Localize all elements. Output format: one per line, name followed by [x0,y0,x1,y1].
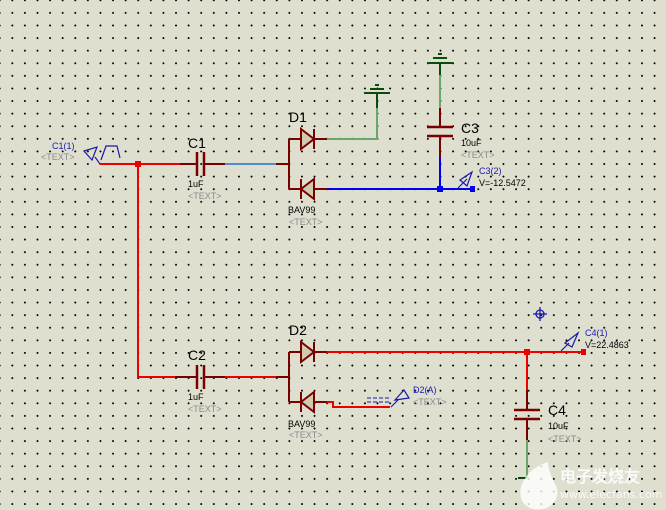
diode-d1-upper [300,126,316,152]
d2a-probe-text: <TEXT> [413,397,447,407]
watermark-logo-icon [520,462,558,510]
wire-d2-probe[interactable] [327,401,390,408]
c3-ref: C3 [461,120,479,136]
ground-c3[interactable] [427,53,453,75]
junction-dot [437,186,443,192]
voltage-probe-c3[interactable]: C3(2) V=-12.5472 [457,166,526,189]
capacitor-c4[interactable]: C4 10uF <TEXT> [514,390,582,444]
junction-dot [135,161,141,167]
d2-text: <TEXT> [289,430,323,440]
d1-value: BAV99 [288,205,315,215]
capacitor-c3[interactable]: C3 10uF <TEXT> [427,108,495,160]
c3-value: 10uF [461,138,482,148]
c4-ref: C4 [548,402,566,418]
watermark-url: www.elecfans.com [560,488,662,501]
probe-arrow-icon [390,389,410,408]
voltage-probe-c4[interactable]: C4(1) V=22.4863 [560,328,629,352]
diode-d1[interactable]: D1 BAV99 <TEXT> [276,109,327,227]
capacitor-c2-plates [195,365,206,389]
diode-d2[interactable]: D2 BAV99 <TEXT> [276,322,327,440]
junction-dot [524,349,530,355]
c4-probe-label: C4(1) [585,328,608,338]
capacitor-c1[interactable]: C1 1uF <TEXT> [180,135,225,201]
capacitor-c2[interactable]: C2 1uF <TEXT> [175,347,225,414]
c1-text: <TEXT> [188,191,222,201]
c2-text: <TEXT> [188,404,222,414]
c3-probe-label: C3(2) [479,166,502,176]
diode-d1-lower [299,176,315,202]
d2-ref: D2 [289,322,307,338]
generator-text: <TEXT> [41,152,75,162]
generator-arrow-icon [82,146,101,165]
crosshair-marker-icon[interactable] [533,307,547,321]
d2a-probe-label: D2(A) [413,385,437,395]
c4-probe-reading: V=22.4863 [585,340,629,350]
d1-text: <TEXT> [289,217,323,227]
probe-arrow-icon [457,170,474,189]
ground-icon [427,53,453,75]
diode-d2-upper [300,339,316,365]
c4-value: 10uF [548,421,569,431]
c2-ref: C2 [188,347,206,363]
wire-d1-gnd[interactable] [327,108,378,140]
probe-d2a[interactable]: D2(A) <TEXT> [367,385,447,408]
capacitor-c1-plates [195,152,206,176]
wires [100,70,584,478]
watermark: 电子发烧友 www.elecfans.com [520,462,662,510]
junctions [135,161,586,355]
c4-text: <TEXT> [548,434,582,444]
d2-value: BAV99 [288,419,315,429]
junction-dot [470,186,475,192]
ground-d1[interactable] [364,84,390,108]
d1-ref: D1 [289,109,307,125]
wire-input-down[interactable] [137,164,180,378]
c3-probe-reading: V=-12.5472 [479,178,526,188]
probe-dashes-icon [367,397,390,403]
watermark-brand: 电子发烧友 [560,467,641,486]
pulse-waveform-icon [100,145,121,161]
generator-label: C1(1) [52,141,75,151]
c1-value: 1uF [188,179,204,189]
capacitor-c4-plates [514,408,540,421]
diode-d2-lower [299,389,315,415]
pulse-generator[interactable]: C1(1) <TEXT> [41,141,121,165]
capacitor-c3-plates [427,125,453,138]
c3-text: <TEXT> [461,150,495,160]
c2-value: 1uF [188,392,204,402]
probe-arrow-icon [560,331,580,352]
junction-dot [581,349,586,355]
c1-ref: C1 [188,135,206,151]
ground-icon [364,84,390,108]
